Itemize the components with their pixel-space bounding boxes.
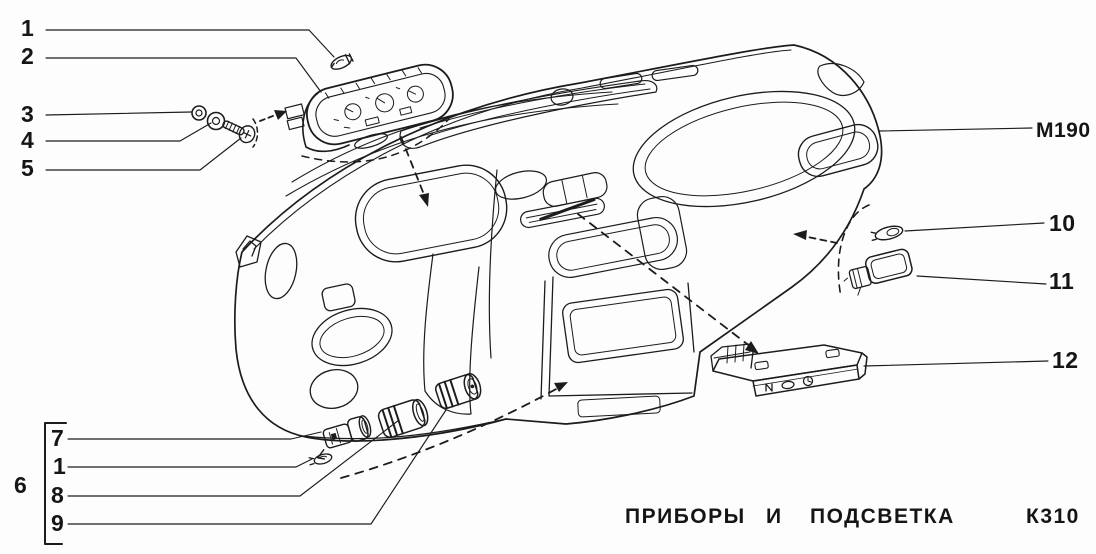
switch-blank [321,283,356,312]
callout-5: 5 [21,155,35,181]
caption-sheet-code: К310 [1026,505,1080,528]
arrow-module [577,213,752,348]
dashed-arrows [252,110,870,479]
leader-9 [67,409,447,525]
callout-7: 7 [51,425,65,451]
steering-column-shroud [302,169,507,440]
leader-5 [45,137,242,171]
instrument-cluster [284,63,454,153]
arrow-cluster-to-opening [400,136,426,198]
console-opening [540,276,695,418]
arrow-screw [259,113,279,122]
callout-8: 8 [51,482,65,508]
caption-word-1: ПРИБОРЫ [625,505,746,528]
bulb-part-10 [870,225,904,241]
clock-module-part-12 [710,343,868,397]
callout-4: 4 [21,127,35,153]
leader-7 [67,431,322,440]
callout-9: 9 [51,510,65,536]
leader-lines [45,29,1049,525]
leader-8 [67,419,400,497]
left-end-cap [235,235,262,268]
callout-1b: 1 [53,453,67,479]
passenger-trim-oval [632,90,856,208]
leader-12 [863,360,1049,367]
side-vent-m190 [797,123,879,178]
arrow-lamp [802,235,838,244]
callout-12: 12 [1052,347,1079,373]
label-m190: M190 [1036,119,1091,142]
cluster-visor [302,92,350,153]
arrow-lighter [340,387,559,479]
washer-part-3 [191,105,207,121]
lower-left-openings [309,307,393,409]
caption-word-2: И [766,505,783,528]
leader-3 [45,111,192,116]
leader-m190 [878,127,1033,132]
left-side-vent [264,242,298,300]
leader-1 [45,29,335,58]
cluster-connector [284,103,305,131]
arc-lamp [837,204,870,298]
leader-4 [45,122,212,142]
callout-11: 11 [1049,268,1075,294]
module-icons [765,375,814,392]
lamp-holder-part-11 [843,248,913,296]
bulb-part-1-lower [308,453,333,466]
arc-cluster [301,118,450,163]
cluster-opening [354,164,508,263]
arc-screw [252,118,259,148]
dashboard-outline [233,44,883,442]
leader-11 [916,275,1047,285]
center-vents [494,170,688,278]
screw-part-5 [222,120,256,144]
leader-2 [45,57,322,93]
leader-10 [904,222,1045,232]
callout-1: 1 [21,15,35,41]
caption-word-3: ПОДСВЕТКА [810,505,955,528]
lighter-socket-part-8 [377,398,429,438]
callout-2: 2 [21,43,35,69]
washer-part-4 [206,111,226,131]
callout-10: 10 [1049,210,1076,236]
callout-6: 6 [14,472,28,498]
lighter-switch-part-7 [317,415,372,460]
leader-1b [67,458,313,468]
callout-bracket-6 [44,422,67,545]
bulb-part-1 [330,53,354,70]
lighter-plug-part-9 [434,373,482,410]
callout-3: 3 [21,101,35,127]
